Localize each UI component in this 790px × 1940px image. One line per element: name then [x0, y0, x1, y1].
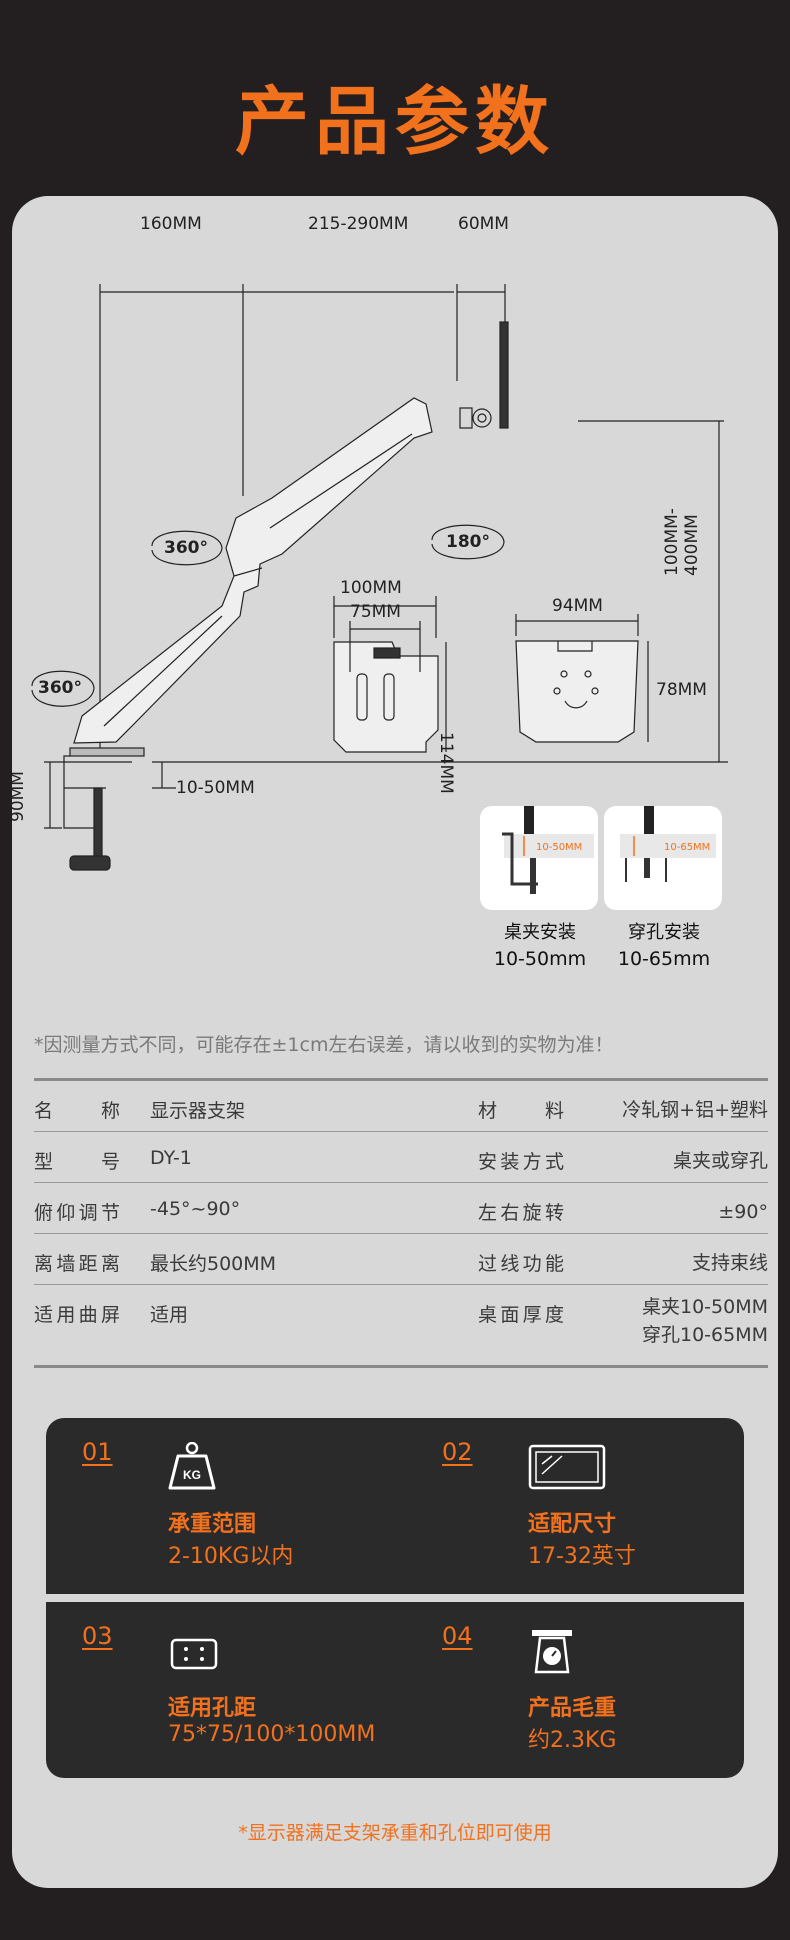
page-title: 产品参数	[235, 79, 555, 165]
measurement-note: *因测量方式不同，可能存在±1cm左右误差，请以收到的实物为准！	[34, 1034, 614, 1056]
spec-key: 材料	[478, 1100, 564, 1122]
dim-clamp-height: 90MM	[12, 771, 28, 822]
dim-arm-base: 160MM	[140, 214, 202, 234]
rotate-joint-label: 360°	[164, 538, 208, 558]
dim-grommet-height: 78MM	[656, 680, 707, 700]
clamp-mount-label: 桌夹安装	[504, 922, 576, 943]
grommet-mount-label: 穿孔安装	[628, 922, 700, 943]
feature-size: 02 适配尺寸 17-32英寸	[442, 1418, 742, 1594]
spec-key: 桌面厚度	[478, 1304, 564, 1326]
feature-value: 2-10KG以内	[168, 1544, 294, 1569]
feature-value: 约2.3KG	[528, 1728, 617, 1753]
feature-vesa: 03 适用孔距 75*75/100*100MM	[82, 1602, 382, 1778]
dimension-diagram	[31, 284, 728, 871]
clamp-mount-range: 10-50mm	[493, 948, 587, 970]
feature-load: 01 KG 承重范围 2-10KG以内	[82, 1418, 382, 1594]
scale-icon	[528, 1626, 588, 1676]
weight-kg-icon: KG	[168, 1441, 228, 1492]
dim-desk-thickness: 10-50MM	[176, 778, 255, 798]
spec-key: 离墙距离	[34, 1253, 120, 1275]
grommet-mount-image	[604, 806, 722, 910]
feature-label: 适配尺寸	[528, 1512, 617, 1537]
spec-row: 俯仰调节 -45°~90° 左右旋转 ±90°	[34, 1183, 768, 1234]
clamp-mount-caption: 桌夹安装 10-50mm	[470, 920, 610, 972]
feature-number: 02	[442, 1438, 473, 1466]
feature-number: 04	[442, 1622, 473, 1650]
spec-value: 最长约500MM	[150, 1253, 277, 1275]
spec-value: 显示器支架	[150, 1100, 246, 1122]
spec-value-line: 桌夹10-50MM	[642, 1296, 768, 1318]
spec-key: 型号	[34, 1151, 120, 1173]
grommet-mount-tag: 10-65MM	[664, 842, 711, 853]
weight-icon-text: KG	[183, 1468, 201, 1482]
grommet-mount-range: 10-65mm	[617, 948, 711, 970]
feature-weight: 04 产品毛重 约2.3KG	[442, 1602, 742, 1778]
feature-label: 适用孔距	[168, 1696, 257, 1721]
spec-key: 适用曲屏	[34, 1304, 120, 1326]
bottom-note: *显示器满足支架承重和孔位即可使用	[238, 1822, 552, 1844]
spec-value: 支持束线	[691, 1252, 768, 1274]
grommet-mount-caption: 穿孔安装 10-65mm	[594, 920, 734, 972]
rotate-base-label: 360°	[38, 678, 82, 698]
feature-value: 75*75/100*100MM	[168, 1722, 376, 1747]
vesa-holes-icon	[168, 1626, 228, 1676]
feature-card-bottom: 03 适用孔距 75*75/100*100MM 04	[46, 1602, 744, 1778]
dim-grommet-width: 94MM	[552, 596, 603, 616]
feature-card-top: 01 KG 承重范围 2-10KG以内 02	[46, 1418, 744, 1594]
spec-panel: 160MM 215-290MM 60MM 100MM-400MM 90MM 10…	[12, 196, 778, 1888]
rotate-head-label: 180°	[446, 532, 490, 552]
monitor-icon	[528, 1442, 608, 1492]
feature-value: 17-32英寸	[528, 1544, 636, 1569]
spec-value: DY-1	[150, 1147, 192, 1169]
spec-value: 桌夹或穿孔	[672, 1150, 768, 1172]
spec-value: 适用	[150, 1304, 189, 1326]
dim-height: 100MM-400MM	[662, 508, 702, 576]
dim-vesa-height: 114MM	[436, 732, 456, 794]
feature-label: 产品毛重	[528, 1696, 617, 1721]
spec-key: 名称	[34, 1100, 120, 1122]
spec-value: 桌夹10-50MM 穿孔10-65MM	[642, 1293, 768, 1349]
spec-value: 冷轧钢+铝+塑料	[622, 1099, 768, 1121]
feature-number: 01	[82, 1438, 113, 1466]
feature-number: 03	[82, 1622, 113, 1650]
feature-label: 承重范围	[168, 1512, 257, 1537]
spec-key: 左右旋转	[478, 1202, 564, 1224]
spec-value: -45°~90°	[150, 1198, 241, 1220]
spec-value-line: 穿孔10-65MM	[642, 1324, 768, 1346]
dim-vesa-outer: 100MM	[340, 578, 402, 598]
spec-key: 俯仰调节	[34, 1202, 120, 1224]
spec-table: 名称 显示器支架 材料 冷轧钢+铝+塑料 型号 DY-1 安装方式 桌夹或穿孔 …	[34, 1078, 768, 1368]
spec-value: ±90°	[718, 1201, 768, 1223]
spec-row: 离墙距离 最长约500MM 过线功能 支持束线	[34, 1234, 768, 1285]
spec-row: 适用曲屏 适用 桌面厚度 桌夹10-50MM 穿孔10-65MM	[34, 1285, 768, 1368]
spec-row: 名称 显示器支架 材料 冷轧钢+铝+塑料	[34, 1081, 768, 1132]
dim-vesa-inner: 75MM	[350, 602, 401, 622]
clamp-mount-image	[480, 806, 598, 910]
dim-arm-reach: 215-290MM	[308, 214, 409, 234]
spec-key: 过线功能	[478, 1253, 564, 1275]
spec-row: 型号 DY-1 安装方式 桌夹或穿孔	[34, 1132, 768, 1183]
clamp-mount-tag: 10-50MM	[536, 842, 583, 853]
spec-key: 安装方式	[478, 1151, 564, 1173]
dim-head: 60MM	[458, 214, 509, 234]
